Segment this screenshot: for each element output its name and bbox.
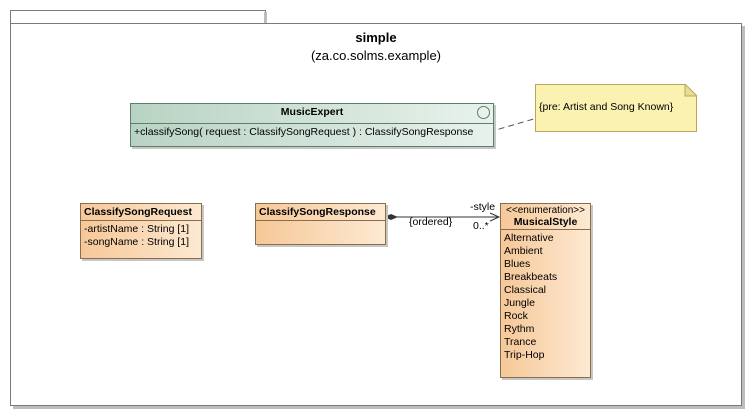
package-namespace: (za.co.solms.example) [310,48,442,63]
enum-literal[interactable]: Breakbeats [504,271,558,283]
musical-style-enum[interactable]: <<enumeration>> MusicalStyle Alternative… [500,203,591,378]
association-constraint: {ordered} [409,216,453,228]
classify-song-request-name: ClassifySongRequest [84,206,192,218]
composition-diamond [384,214,398,220]
enum-literal[interactable]: Rock [504,310,528,322]
note-text: {pre: Artist and Song Known} [539,101,674,113]
note-fold-icon [684,84,697,97]
precondition-note[interactable]: {pre: Artist and Song Known} [535,84,697,132]
association-role: -style [470,201,496,213]
attribute-row[interactable]: -artistName : String [1] [84,223,190,235]
attribute-row[interactable]: -songName : String [1] [84,236,190,248]
enum-literal[interactable]: Blues [504,258,531,270]
classify-song-response-name: ClassifySongResponse [259,206,376,218]
note-anchor-line [488,117,538,133]
music-expert-class[interactable]: MusicExpert +classifySong( request : Cla… [130,103,494,147]
association-multiplicity: 0..* [473,220,489,232]
classify-song-request-class[interactable]: ClassifySongRequest -artistName : String… [80,203,202,259]
classify-song-response-attributes [256,220,385,241]
classify-song-request-attributes: -artistName : String [1] -songName : Str… [81,220,201,251]
enum-literal[interactable]: Ambient [504,245,543,257]
music-expert-name: MusicExpert [280,106,344,118]
classify-song-operation[interactable]: +classifySong( request : ClassifySongReq… [134,126,474,138]
enum-literal[interactable]: Classical [504,284,547,296]
musical-style-name: MusicalStyle [513,216,578,228]
musical-style-header: <<enumeration>> MusicalStyle [501,204,590,229]
classify-song-response-class[interactable]: ClassifySongResponse [255,203,386,245]
control-stereotype-icon [477,106,490,119]
music-expert-header: MusicExpert [131,104,493,123]
enum-literal[interactable]: Alternative [504,232,554,244]
navigation-arrow [489,212,501,222]
enum-literal[interactable]: Trance [504,336,537,348]
enum-literal[interactable]: Trip-Hop [504,349,545,361]
enumeration-stereotype: <<enumeration>> [506,205,585,216]
enum-literal[interactable]: Jungle [504,297,535,309]
package-tab-shadow [264,12,267,24]
package-title: simple [355,30,397,45]
enum-literal[interactable]: Rythm [504,323,535,335]
music-expert-operations: +classifySong( request : ClassifySongReq… [131,123,493,141]
musical-style-literals: Alternative Ambient Blues Breakbeats Cla… [501,229,590,364]
